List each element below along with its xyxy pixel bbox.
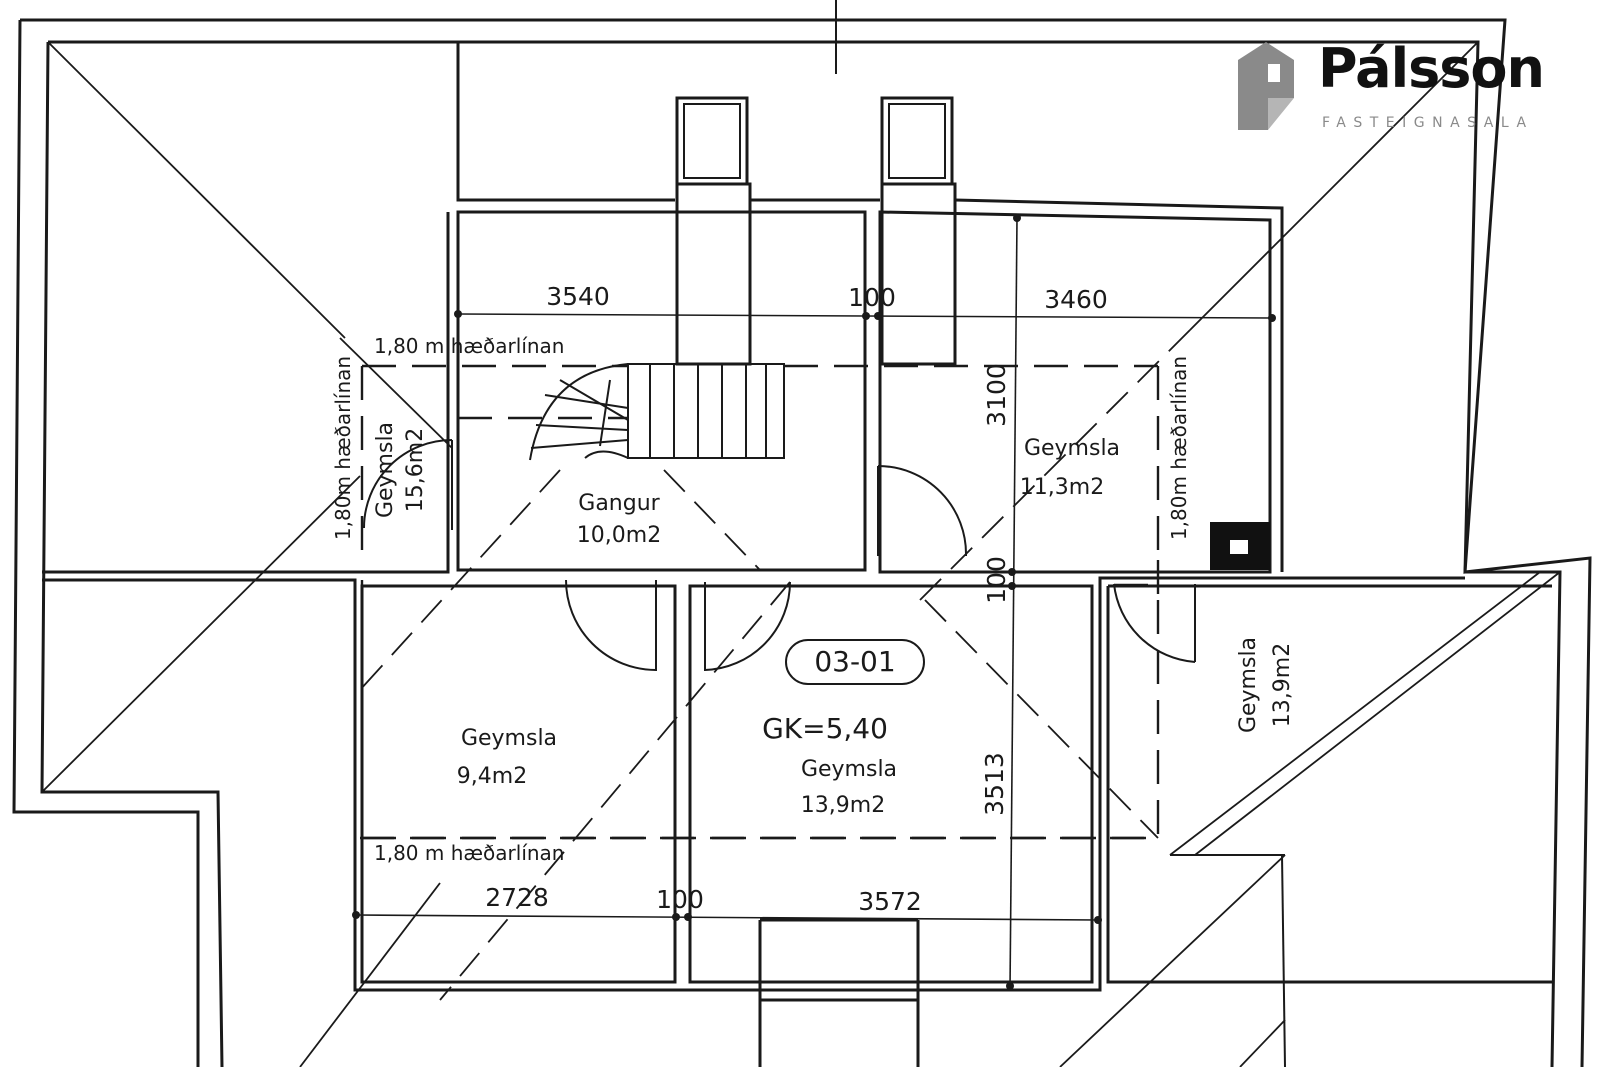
floor-height-label: GK=5,40 <box>762 712 888 745</box>
room-area-storage-right-bottom: 13,9m2 <box>1270 643 1295 727</box>
dim-top-right: 3460 <box>1044 285 1108 314</box>
room-area-gangur: 10,0m2 <box>577 523 661 548</box>
interior-walls <box>42 42 1552 1067</box>
height-note-bottom: 1,80 m hæðarlínan <box>374 841 564 865</box>
brand-tagline: FASTEIGNASALA <box>1322 115 1534 131</box>
room-area-storage-bottom-left: 9,4m2 <box>457 764 527 789</box>
room-area-storage-right-top: 11,3m2 <box>1020 475 1104 500</box>
chimney-block <box>1210 522 1270 570</box>
dim-bottom-right: 3572 <box>858 887 922 916</box>
room-name-storage-left: Geymsla <box>373 422 398 518</box>
room-name-storage-right-top: Geymsla <box>1024 436 1120 461</box>
dimension-lines <box>352 214 1276 991</box>
dim-top-left: 3540 <box>546 282 610 311</box>
dim-right-lower: 3513 <box>980 752 1009 816</box>
height-note-right: 1,80m hæðarlínan <box>1167 356 1191 540</box>
roof-openings <box>675 96 957 366</box>
dim-right-upper: 3100 <box>982 363 1011 427</box>
dim-right-mid: 100 <box>982 556 1011 604</box>
room-name-storage-bottom-left: Geymsla <box>461 726 557 751</box>
room-name-storage-right-bottom: Geymsla <box>1236 637 1261 733</box>
height-note-left: 1,80m hæðarlínan <box>331 356 355 540</box>
unit-label-capsule <box>785 639 925 685</box>
room-name-gangur: Gangur <box>578 491 660 516</box>
height-lines <box>339 329 1191 1001</box>
staircase <box>529 363 785 461</box>
roof-hip-lines <box>41 41 1561 1067</box>
brand-logo: Pálsson FASTEIGNASALA <box>1232 38 1562 138</box>
dim-bottom-mid: 100 <box>656 885 704 914</box>
outer-walls <box>12 18 1592 1067</box>
brand-name: Pálsson <box>1318 37 1545 100</box>
height-note-top: 1,80 m hæðarlínan <box>374 334 564 358</box>
room-area-storage-center: 13,9m2 <box>801 793 885 818</box>
palsson-logo-icon <box>1238 42 1294 130</box>
room-area-storage-left: 15,6m2 <box>403 428 428 512</box>
room-name-storage-center: Geymsla <box>801 757 897 782</box>
unit-label: 03-01 <box>814 645 895 678</box>
dim-bottom-left: 2728 <box>485 883 549 912</box>
dim-top-mid: 100 <box>848 283 896 312</box>
